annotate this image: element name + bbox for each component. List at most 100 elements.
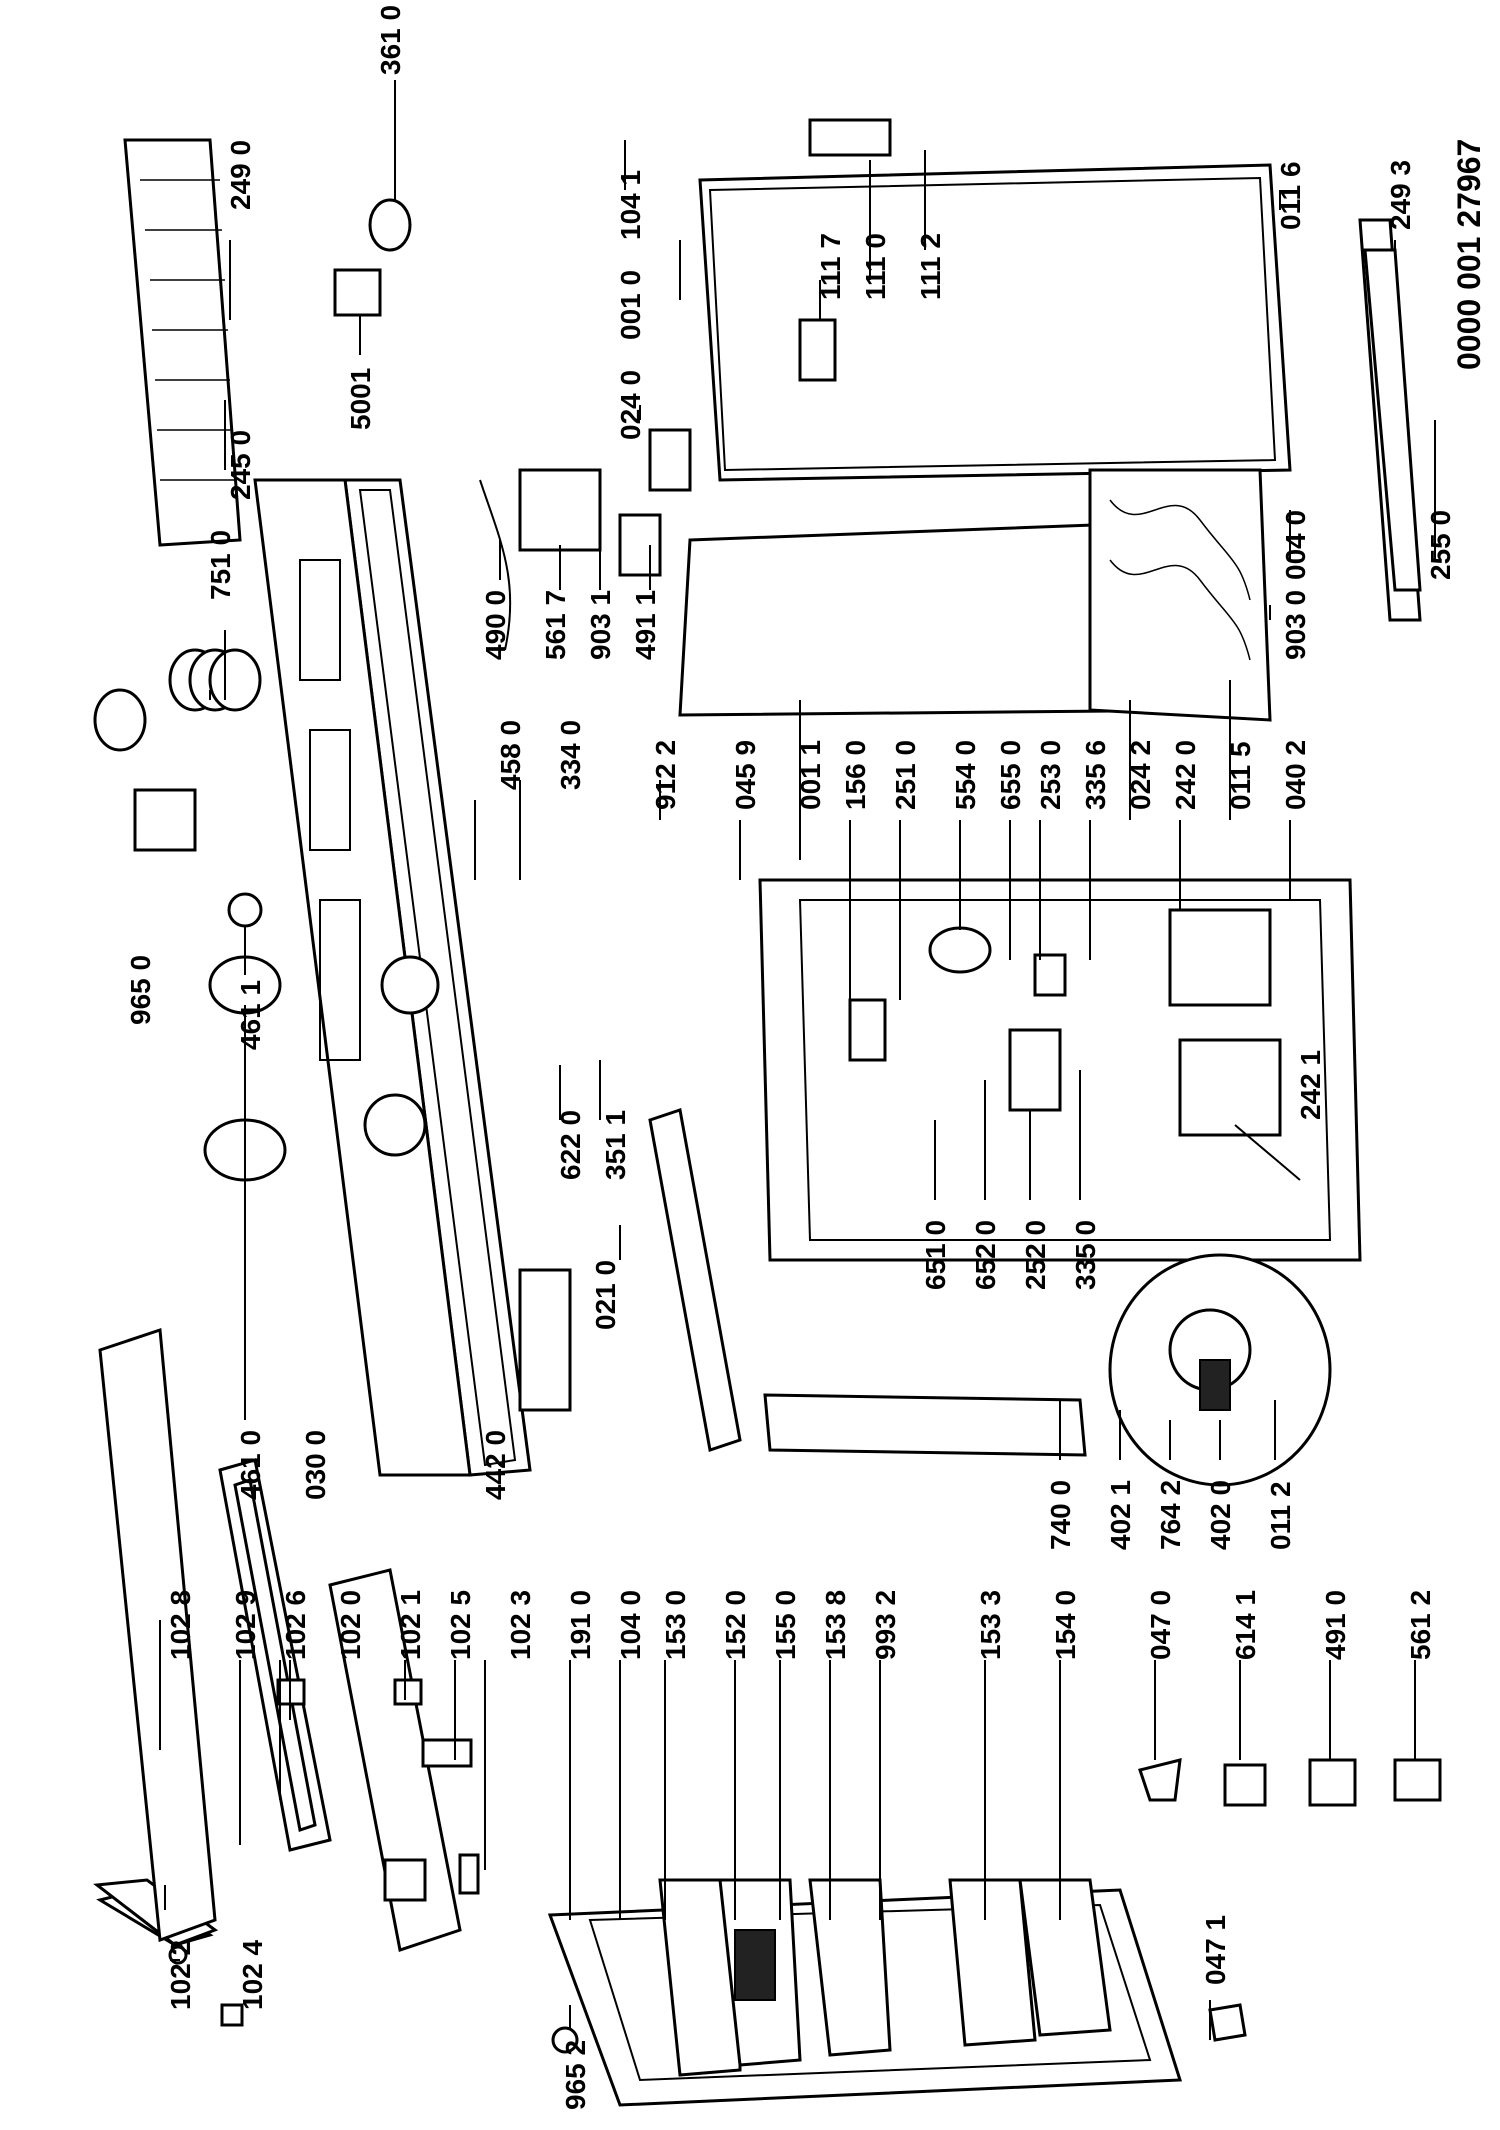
part-252-0 — [1008, 1028, 1062, 1112]
callout-614-1: 614 1 — [1230, 1590, 1261, 1660]
part-491-1 — [618, 513, 662, 577]
callout-461-1: 461 1 — [235, 980, 266, 1050]
front-strip-021-0 — [648, 1108, 742, 1452]
cover-102-0 — [328, 1568, 462, 1952]
part-024-0 — [648, 428, 692, 492]
callout-461-0: 461 0 — [235, 1430, 266, 1500]
callout-242-1: 242 1 — [1295, 1050, 1326, 1120]
callout-903-1: 903 1 — [585, 590, 616, 660]
callout-622-0: 622 0 — [555, 1110, 586, 1180]
back-panel-004-0 — [1088, 468, 1272, 722]
part-102-3 — [458, 1853, 480, 1895]
callout-764-2: 764 2 — [1155, 1480, 1186, 1550]
callout-024-2: 024 2 — [1125, 740, 1156, 810]
callout-154-0: 154 0 — [1050, 1590, 1081, 1660]
callout-102-2: 102 2 — [165, 1940, 196, 2010]
assembly-751-0 — [93, 648, 262, 852]
callout-047-0: 047 0 — [1145, 1590, 1176, 1660]
callout-5001: 5001 — [345, 368, 376, 430]
callout-104-0: 104 0 — [615, 1590, 646, 1660]
callout-491-0: 491 0 — [1320, 1590, 1351, 1660]
side-panel-001-0 — [698, 163, 1292, 482]
box-561-7 — [518, 468, 602, 552]
part-561-2 — [1393, 1758, 1442, 1802]
callout-251-0: 251 0 — [890, 740, 921, 810]
glass-shelf-249-3 — [1363, 248, 1422, 592]
part-047-1 — [1208, 2003, 1247, 2042]
callout-102-3: 102 3 — [505, 1590, 536, 1660]
callout-252-0: 252 0 — [1020, 1220, 1051, 1290]
callout-047-1: 047 1 — [1200, 1915, 1231, 1985]
part-102-1 — [393, 1678, 423, 1706]
callout-111-2: 111 2 — [915, 233, 946, 300]
crisper-242-1 — [1178, 1038, 1282, 1137]
callout-102-1: 102 1 — [395, 1590, 426, 1660]
callout-004-0: 004 0 — [1280, 510, 1311, 580]
door-shelves — [658, 1878, 1112, 2077]
part-554-0 — [928, 926, 992, 974]
handle-111-7 — [798, 318, 837, 382]
callout-153-8: 153 8 — [820, 1590, 851, 1660]
callout-965-0: 965 0 — [125, 955, 156, 1025]
callout-249-3: 249 3 — [1385, 160, 1416, 230]
callout-335-0: 335 0 — [1070, 1220, 1101, 1290]
callout-402-0: 402 0 — [1205, 1480, 1236, 1550]
callout-651-0: 651 0 — [920, 1220, 951, 1290]
callout-903-0: 903 0 — [1280, 590, 1311, 660]
hotplate-ring-2 — [380, 955, 440, 1015]
callout-155-0: 155 0 — [770, 1590, 801, 1660]
part-965-0 — [227, 892, 263, 928]
part-442-0 — [518, 1268, 572, 1412]
callout-152-0: 152 0 — [720, 1590, 751, 1660]
callout-351-1: 351 1 — [600, 1110, 631, 1180]
callout-458-0: 458 0 — [495, 720, 526, 790]
callout-001-1: 001 1 — [795, 740, 826, 810]
callout-561-2: 561 2 — [1405, 1590, 1436, 1660]
grid-shelf-245-0 — [123, 138, 242, 547]
part-614-1 — [1223, 1763, 1267, 1807]
callout-993-2: 993 2 — [870, 1590, 901, 1660]
document-number: 0000 001 27967 — [1451, 139, 1487, 370]
callout-655-0: 655 0 — [995, 740, 1026, 810]
callout-156-0: 156 0 — [840, 740, 871, 810]
hotplate-ring-1 — [363, 1093, 427, 1157]
callout-402-1: 402 1 — [1105, 1480, 1136, 1550]
callout-965-2: 965 2 — [560, 2040, 591, 2110]
callout-102-8: 102 8 — [165, 1590, 196, 1660]
callout-255-0: 255 0 — [1425, 510, 1456, 580]
condenser-740-0 — [763, 1393, 1087, 1457]
callout-021-0: 021 0 — [590, 1260, 621, 1330]
part-965-2 — [551, 2026, 579, 2054]
part-253-0 — [1033, 953, 1067, 997]
callout-191-0: 191 0 — [565, 1590, 596, 1660]
callout-024-0: 024 0 — [615, 370, 646, 440]
callout-442-0: 442 0 — [480, 1430, 511, 1500]
frame-102-8 — [98, 1327, 217, 1943]
callout-740-0: 740 0 — [1045, 1480, 1076, 1550]
callout-111-0: 111 0 — [860, 233, 891, 300]
part-361-0 — [368, 198, 412, 252]
callout-001-0: 001 0 — [615, 270, 646, 340]
part-156-0 — [848, 998, 887, 1062]
callout-040-2: 040 2 — [1280, 740, 1311, 810]
callout-334-0: 334 0 — [555, 720, 586, 790]
part-102-4 — [220, 2003, 244, 2027]
callout-011-5: 011 5 — [1225, 741, 1256, 810]
cable-490-0 — [479, 479, 512, 651]
callout-751-0: 751 0 — [205, 530, 236, 600]
callout-335-6: 335 6 — [1080, 740, 1111, 810]
part-047-0 — [1138, 1758, 1182, 1802]
callout-102-4: 102 4 — [237, 1940, 268, 2010]
callout-245-0: 245 0 — [225, 430, 256, 500]
callout-249-0: 249 0 — [225, 140, 256, 210]
callout-554-0: 554 0 — [950, 740, 981, 810]
callout-491-1: 491 1 — [630, 590, 661, 660]
frame-102-9 — [218, 1458, 332, 1852]
callout-253-0: 253 0 — [1035, 740, 1066, 810]
callout-242-0: 242 0 — [1170, 740, 1201, 810]
callout-030-0: 030 0 — [300, 1430, 331, 1500]
part-102-5 — [421, 1738, 473, 1768]
callout-490-0: 490 0 — [480, 590, 511, 660]
handle-111-2 — [808, 118, 892, 157]
